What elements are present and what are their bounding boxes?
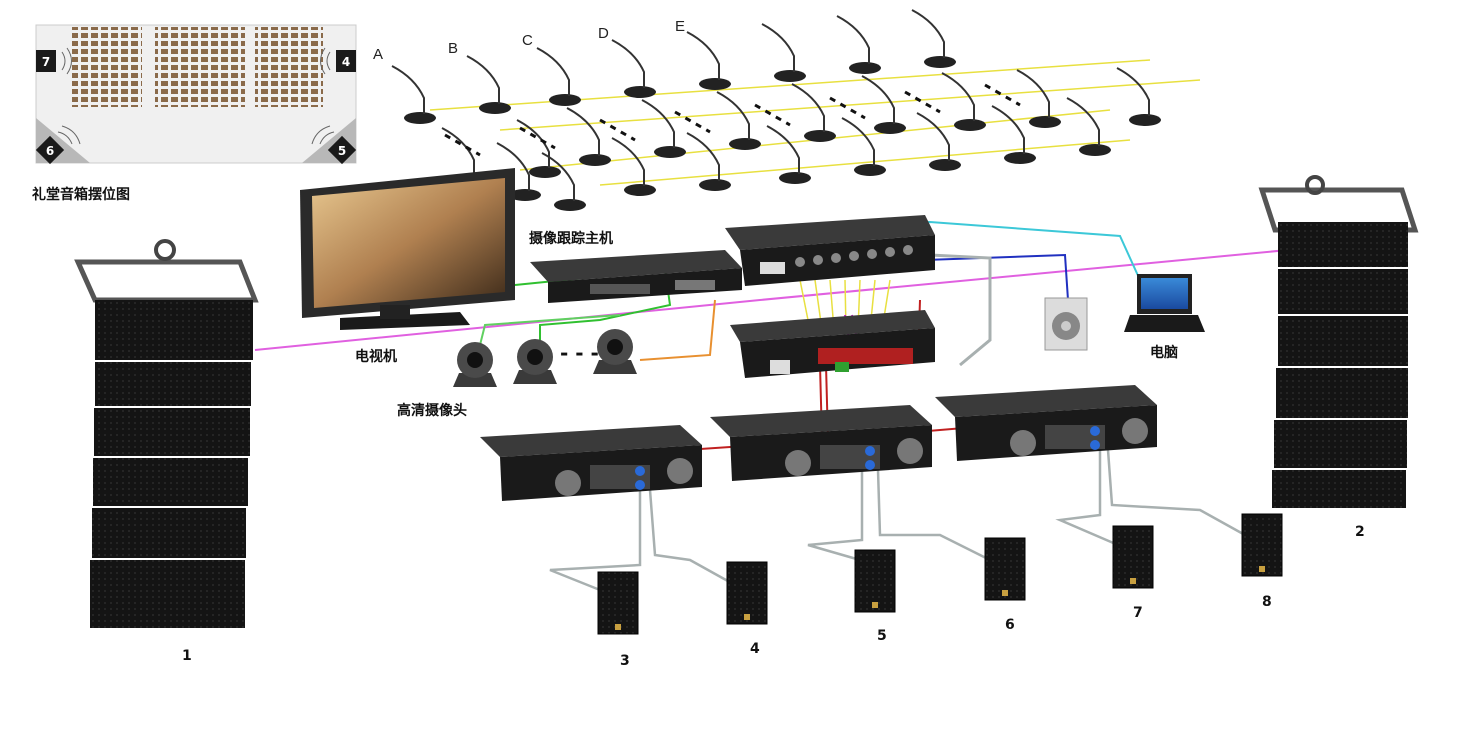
inset-number-5: 5 [338, 144, 346, 158]
mic-dash [754, 103, 791, 127]
hd-camera-label: 高清摄像头 [397, 402, 467, 419]
monitor-speaker [854, 549, 896, 613]
inset-number-7: 7 [42, 55, 50, 69]
line-array-speaker-2 [1258, 175, 1419, 508]
conference-mic [466, 55, 511, 114]
pink-cable [254, 245, 1331, 351]
conference-mic [1016, 69, 1061, 128]
conference-mic [641, 99, 686, 158]
speaker-number-7: 7 [1133, 605, 1143, 621]
mic-column-e: E [675, 18, 685, 35]
seat-block-center [155, 27, 245, 107]
power-amplifiers [480, 385, 1157, 501]
hd-camera [593, 329, 637, 374]
conference-mic [496, 142, 541, 201]
conference-mic [686, 132, 731, 191]
speaker-number-3: 3 [620, 653, 630, 669]
conference-mic [791, 83, 836, 142]
conference-mic [911, 9, 956, 68]
inset-speaker-4: 4 [320, 47, 356, 75]
speaker-numbers: 1 2 3 4 5 6 7 8 [182, 524, 1365, 669]
seat-block-right [255, 27, 323, 107]
hd-camera [513, 339, 557, 384]
conference-mic [611, 39, 656, 98]
monitor-speaker [597, 571, 639, 635]
camera-dots: - - - [560, 341, 599, 365]
camera-tracking-host [530, 250, 742, 303]
green-cable-2 [479, 314, 621, 346]
speaker-cables [549, 449, 1246, 592]
conference-mic [536, 47, 581, 106]
computer-label: 电脑 [1150, 344, 1178, 361]
conference-mic [766, 125, 811, 184]
conference-mic [761, 23, 806, 82]
speaker-number-1: 1 [182, 648, 192, 664]
conference-mic [916, 112, 961, 171]
conference-mic [841, 117, 886, 176]
speaker-number-6: 6 [1005, 617, 1015, 633]
laptop [1124, 274, 1205, 332]
mic-column-b: B [448, 40, 458, 57]
orange-cable [639, 299, 716, 361]
speaker-number-5: 5 [877, 628, 887, 644]
power-amplifier [935, 385, 1157, 461]
inset-caption: 礼堂音箱摆位图 [32, 186, 130, 203]
speaker-number-2: 2 [1355, 524, 1365, 540]
conference-mic [541, 152, 586, 211]
hall-layout-inset: 7 4 6 5 [35, 24, 357, 165]
gray-cable [929, 253, 992, 367]
tv-label: 电视机 [355, 348, 397, 365]
monitor-speaker [984, 537, 1026, 601]
conference-mic [861, 75, 906, 134]
mic-column-d: D [598, 25, 609, 42]
seat-block-left [72, 27, 142, 107]
conference-mic [611, 137, 656, 196]
hd-cameras [453, 329, 637, 387]
inset-number-6: 6 [46, 144, 54, 158]
conference-mic [686, 31, 731, 90]
small-speakers [597, 513, 1283, 635]
mic-dash [829, 96, 866, 120]
camera-host-label: 摄像跟踪主机 [529, 230, 613, 247]
speaker-number-4: 4 [750, 641, 760, 657]
mic-dash [444, 133, 481, 157]
line-array-speaker-1 [74, 239, 259, 628]
mic-dash [904, 90, 941, 114]
conference-mic [716, 91, 761, 150]
media-player [1044, 297, 1088, 351]
mic-column-letters: A B C D E [373, 18, 685, 63]
hd-camera [453, 342, 497, 387]
monitor-speaker [1241, 513, 1283, 577]
conference-mic [391, 65, 436, 124]
monitor-speaker [1112, 525, 1154, 589]
power-amplifier [480, 425, 702, 501]
tv-monitor [300, 168, 515, 330]
conference-mic [516, 119, 561, 178]
audio-processor-unit [730, 310, 935, 378]
mic-column-c: C [522, 32, 533, 49]
speaker-number-8: 8 [1262, 594, 1272, 610]
inset-number-4: 4 [342, 55, 350, 69]
mic-column-a: A [373, 46, 383, 63]
conference-mic [836, 15, 881, 74]
conference-mic [1116, 67, 1161, 126]
conference-mic [991, 105, 1036, 164]
mic-dash [519, 126, 556, 150]
inset-speaker-7: 7 [36, 47, 72, 75]
conference-mic [566, 107, 611, 166]
power-amplifier [710, 405, 932, 481]
conference-host-unit [725, 215, 935, 286]
conference-mic [1066, 97, 1111, 156]
monitor-speaker [726, 561, 768, 625]
conference-mic [941, 72, 986, 131]
